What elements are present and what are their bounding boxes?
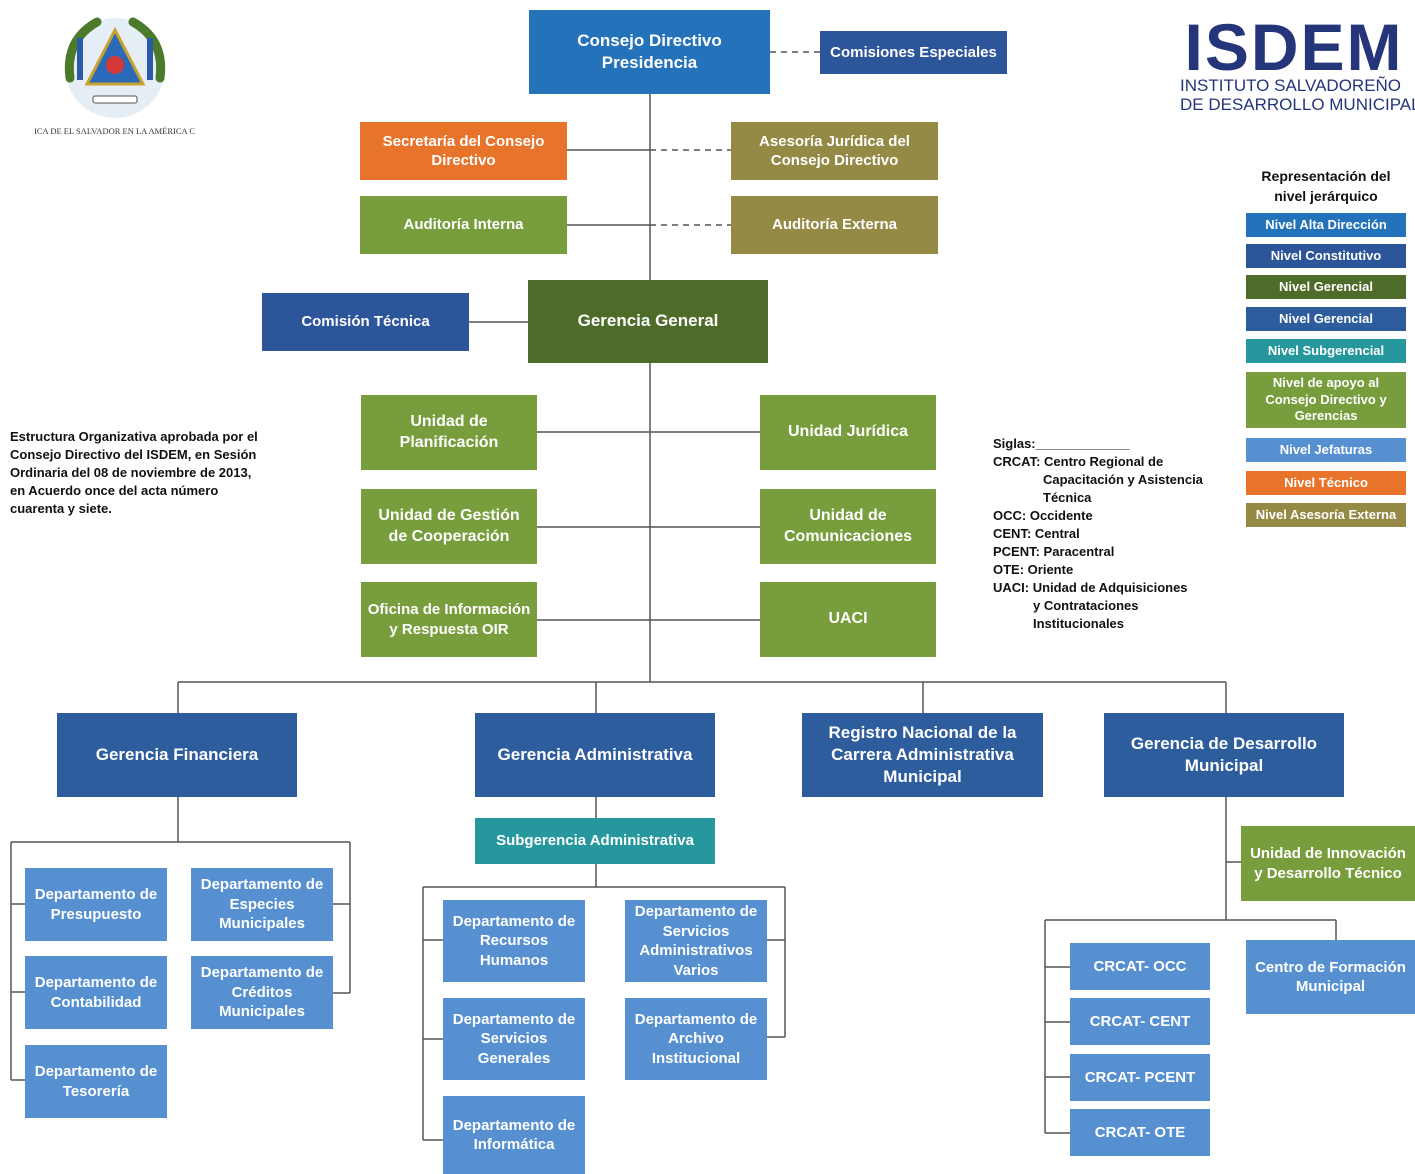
dept-presupuesto-box[interactable]: Departamento de Presupuesto xyxy=(25,868,167,941)
registro-nacional-box[interactable]: Registro Nacional de la Carrera Administ… xyxy=(802,713,1043,797)
siglas-line: y Contrataciones xyxy=(1033,598,1139,613)
siglas-line: UACI: Unidad de Adquisiciones xyxy=(993,580,1188,595)
legend-item-gerencial-green: Nivel Gerencial xyxy=(1246,275,1406,299)
dept-recursos-humanos-box[interactable]: Departamento de Recursos Humanos xyxy=(443,900,585,982)
unidad-innovacion-box[interactable]: Unidad de Innovación y Desarrollo Técnic… xyxy=(1241,826,1415,901)
consejo-directivo-box[interactable]: Consejo Directivo Presidencia xyxy=(529,10,770,94)
note-line: Estructura Organizativa aprobada por el xyxy=(10,429,258,444)
legend-item-tecnico: Nivel Técnico xyxy=(1246,471,1406,495)
asesoria-juridica-box[interactable]: Asesoría Jurídica del Consejo Directivo xyxy=(731,122,938,180)
el-salvador-seal: REPÚBLICA DE EL SALVADOR EN LA AMÉRICA C… xyxy=(35,17,195,136)
note-line: en Acuerdo once del acta número xyxy=(10,483,219,498)
siglas-line: CENT: Central xyxy=(993,526,1080,541)
gerencia-desarrollo-box[interactable]: Gerencia de Desarrollo Municipal xyxy=(1104,713,1344,797)
subgerencia-administrativa-box[interactable]: Subgerencia Administrativa xyxy=(475,818,715,864)
dept-informatica-box[interactable]: Departamento de Informática xyxy=(443,1096,585,1174)
gerencia-general-box[interactable]: Gerencia General xyxy=(528,280,768,363)
note-line: Consejo Directivo del ISDEM, en Sesión xyxy=(10,447,257,462)
comisiones-especiales-box[interactable]: Comisiones Especiales xyxy=(820,31,1007,74)
dept-tesoreria-box[interactable]: Departamento de Tesorería xyxy=(25,1045,167,1118)
uaci-box[interactable]: UACI xyxy=(760,582,936,657)
unidad-juridica-box[interactable]: Unidad Jurídica xyxy=(760,395,936,470)
legend-item-jefaturas: Nivel Jefaturas xyxy=(1246,438,1406,462)
isdem-logo: ISDEM INSTITUTO SALVADOREÑO DE DESARROLL… xyxy=(1180,10,1415,114)
unidad-cooperacion-box[interactable]: Unidad de Gestión de Cooperación xyxy=(361,489,537,564)
logo-word: ISDEM xyxy=(1184,10,1404,84)
legend-item-alta: Nivel Alta Dirección xyxy=(1246,213,1406,237)
siglas-line: OTE: Oriente xyxy=(993,562,1074,577)
legend-item-constitutivo: Nivel Constitutivo xyxy=(1246,244,1406,268)
siglas-block: Siglas:_____________ CRCAT: Centro Regio… xyxy=(993,435,1223,633)
note-line: cuarenta y siete. xyxy=(10,501,112,516)
siglas-line: Capacitación y Asistencia xyxy=(1043,472,1203,487)
unidad-planificacion-box[interactable]: Unidad de Planificación xyxy=(361,395,537,470)
legend-item-asesoria: Nivel Asesoría Externa xyxy=(1246,503,1406,527)
legend-item-gerencial-blue: Nivel Gerencial xyxy=(1246,307,1406,331)
comision-tecnica-box[interactable]: Comisión Técnica xyxy=(262,293,469,351)
crcat-occ-box[interactable]: CRCAT- OCC xyxy=(1070,943,1210,990)
crcat-cent-box[interactable]: CRCAT- CENT xyxy=(1070,998,1210,1045)
siglas-line: OCC: Occidente xyxy=(993,508,1093,523)
dept-especies-box[interactable]: Departamento de Especies Municipales xyxy=(191,868,333,941)
siglas-line: CRCAT: Centro Regional de xyxy=(993,454,1164,469)
siglas-line: PCENT: Paracentral xyxy=(993,544,1115,559)
legend-item-subgerencial: Nivel Subgerencial xyxy=(1246,339,1406,363)
dept-servicios-generales-box[interactable]: Departamento de Servicios Generales xyxy=(443,998,585,1080)
crcat-pcent-box[interactable]: CRCAT- PCENT xyxy=(1070,1054,1210,1101)
unidad-comunicaciones-box[interactable]: Unidad de Comunicaciones xyxy=(760,489,936,564)
siglas-line: Técnica xyxy=(1043,490,1092,505)
logo-line-1: INSTITUTO SALVADOREÑO xyxy=(1180,76,1402,95)
centro-formacion-box[interactable]: Centro de Formación Municipal xyxy=(1246,940,1415,1014)
gerencia-administrativa-box[interactable]: Gerencia Administrativa xyxy=(475,713,715,797)
legend-title: Representación del nivel jerárquico xyxy=(1261,168,1391,204)
oficina-oir-box[interactable]: Oficina de Información y Respuesta OIR xyxy=(361,582,537,657)
dept-servicios-administrativos-box[interactable]: Departamento de Servicios Administrativo… xyxy=(625,900,767,982)
logo-line-2: DE DESARROLLO MUNICIPAL xyxy=(1180,95,1415,114)
auditoria-externa-box[interactable]: Auditoría Externa xyxy=(731,196,938,254)
dept-creditos-box[interactable]: Departamento de Créditos Municipales xyxy=(191,956,333,1029)
note-line: Ordinaria del 08 de noviembre de 2013, xyxy=(10,465,252,480)
dept-archivo-box[interactable]: Departamento de Archivo Institucional xyxy=(625,998,767,1080)
siglas-title: Siglas:_____________ xyxy=(993,436,1130,451)
secretaria-box[interactable]: Secretaría del Consejo Directivo xyxy=(360,122,567,180)
legend-item-apoyo: Nivel de apoyo al Consejo Directivo y Ge… xyxy=(1246,372,1406,428)
siglas-line: Institucionales xyxy=(1033,616,1125,631)
approval-note: Estructura Organizativa aprobada por el … xyxy=(10,428,270,518)
dept-contabilidad-box[interactable]: Departamento de Contabilidad xyxy=(25,956,167,1029)
crcat-ote-box[interactable]: CRCAT- OTE xyxy=(1070,1109,1210,1156)
auditoria-interna-box[interactable]: Auditoría Interna xyxy=(360,196,567,254)
seal-text: REPÚBLICA DE EL SALVADOR EN LA AMÉRICA C… xyxy=(35,126,195,136)
gerencia-financiera-box[interactable]: Gerencia Financiera xyxy=(57,713,297,797)
